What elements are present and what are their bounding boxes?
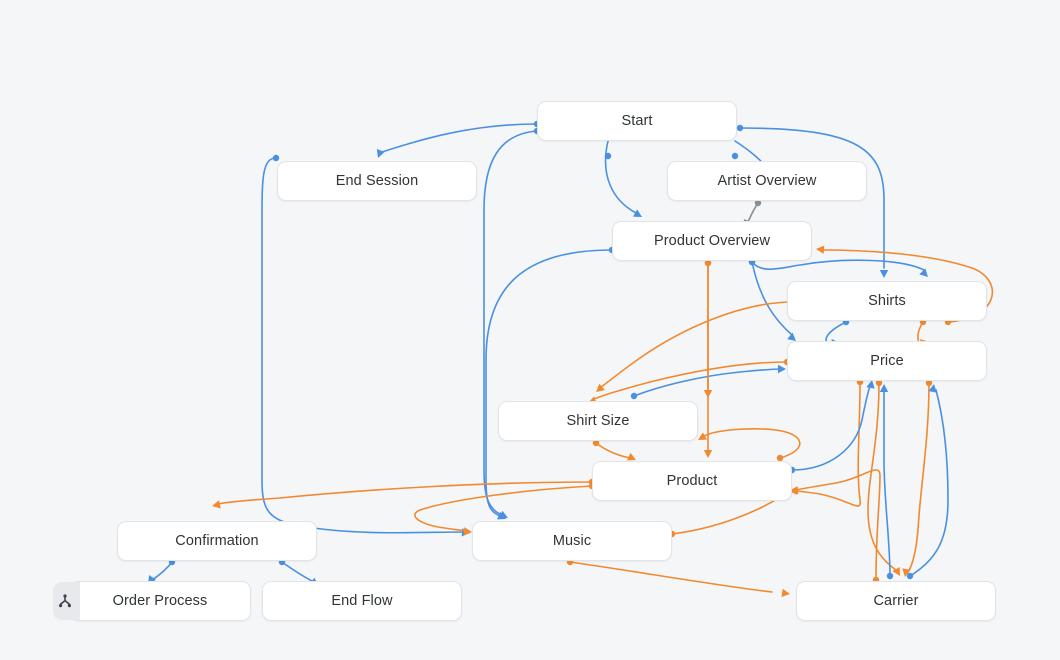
node-label: Music	[552, 532, 592, 549]
node-label: Confirmation	[175, 532, 259, 549]
edge-e23	[212, 478, 596, 509]
edge-e15	[703, 259, 713, 458]
edge-arrowhead	[781, 588, 790, 598]
edge-e33	[788, 380, 875, 474]
edge-e3	[604, 140, 642, 217]
node-label: Artist Overview	[717, 172, 817, 189]
edge-e6	[748, 258, 928, 277]
edge-arrowhead	[902, 568, 911, 577]
edge-arrowhead	[879, 270, 889, 278]
node-confirmation[interactable]: Confirmation	[117, 521, 317, 561]
edge-e12	[588, 358, 791, 405]
node-label: End Session	[335, 172, 419, 189]
edge-arrowhead	[596, 383, 605, 392]
edge-arrowhead	[816, 245, 825, 254]
node-order-process[interactable]: Order Process	[53, 581, 251, 621]
node-end-flow[interactable]: End Flow	[262, 581, 462, 621]
node-carrier[interactable]: Carrier	[796, 581, 996, 621]
edge-e26	[790, 469, 881, 584]
node-shirt-size[interactable]: Shirt Size	[498, 401, 698, 441]
node-price[interactable]: Price	[787, 341, 987, 381]
edge-e14	[703, 259, 713, 398]
edge-arrowhead	[703, 390, 713, 398]
node-artist-overview[interactable]: Artist Overview	[667, 161, 867, 201]
edge-e27	[867, 379, 900, 576]
node-shirts[interactable]: Shirts	[787, 281, 987, 321]
edge-arrowhead	[778, 364, 786, 374]
edge-e29	[902, 379, 933, 577]
node-label: Price	[870, 352, 904, 369]
edge-arrowhead	[212, 500, 221, 509]
edge-arrowhead	[892, 566, 900, 576]
node-label: End Flow	[331, 592, 393, 609]
edge-arrowhead	[461, 528, 470, 537]
edge-e30	[906, 384, 949, 580]
node-end-session[interactable]: End Session	[277, 161, 477, 201]
edge-e17	[698, 428, 801, 462]
node-label: Shirts	[868, 292, 906, 309]
edge-arrowhead	[376, 149, 385, 158]
edge-source-dot	[736, 124, 744, 132]
edge-e20	[261, 154, 470, 537]
edge-source-dot	[886, 572, 894, 580]
edge-source-dot	[604, 152, 612, 160]
edge-arrowhead	[928, 384, 937, 393]
node-label: Product Overview	[653, 232, 771, 249]
node-start[interactable]: Start	[537, 101, 737, 141]
edge-e13	[630, 364, 786, 400]
edge-arrowhead	[919, 268, 928, 277]
edge-e19	[483, 127, 541, 519]
edge-arrowhead	[703, 450, 713, 458]
node-music[interactable]: Music	[472, 521, 672, 561]
node-product[interactable]: Product	[592, 461, 792, 501]
edge-source-dot	[630, 392, 638, 400]
hierarchy-icon	[53, 582, 80, 620]
edge-e1	[376, 120, 541, 158]
edge-arrowhead	[879, 384, 889, 392]
node-product-overview[interactable]: Product Overview	[612, 221, 812, 261]
edge-e11	[596, 298, 797, 392]
edge-e28	[879, 384, 894, 580]
node-label: Product	[666, 472, 718, 489]
edge-source-dot	[272, 154, 280, 162]
node-label: Carrier	[873, 592, 919, 609]
node-label: Shirt Size	[566, 412, 630, 429]
edge-source-dot	[906, 572, 914, 580]
node-label: Start	[621, 112, 653, 129]
edge-arrowhead	[632, 209, 642, 217]
node-label: Order Process	[112, 592, 208, 609]
edge-e32	[789, 378, 864, 507]
edge-e25	[566, 558, 790, 598]
edge-source-dot	[731, 152, 739, 160]
